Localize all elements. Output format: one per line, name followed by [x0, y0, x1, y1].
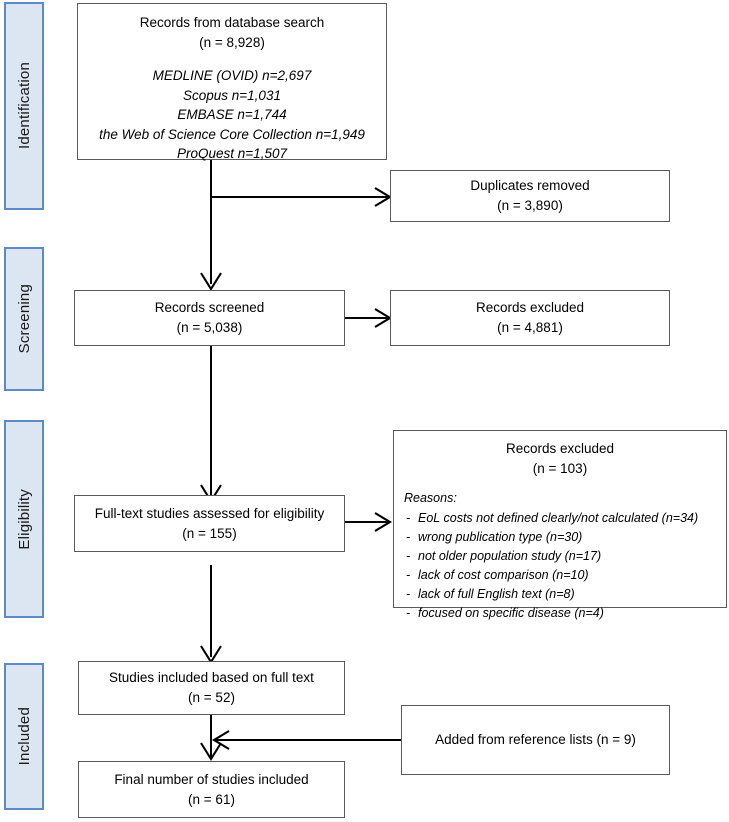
database-item-embase: EMBASE n=1,744 [177, 107, 287, 123]
box-fulltext-count: (n = 155) [182, 525, 237, 541]
box-final-title: Final number of studies included [114, 771, 309, 787]
connector-sources-to-screened [210, 160, 212, 284]
box-screened-count: (n = 5,038) [176, 320, 243, 335]
database-item-scopus: Scopus n=1,031 [183, 87, 281, 103]
exclusion-reason-item: EoL costs not defined clearly/not calcul… [404, 509, 716, 528]
box-records-from-database-search: Records from database search (n = 8,928)… [77, 3, 387, 161]
exclusion-reason-item: lack of cost comparison (n=10) [404, 566, 716, 585]
arrowhead-left-to-final [211, 730, 230, 750]
box-records-excluded-eligibility: Records excluded (n = 103) Reasons: EoL … [393, 430, 727, 623]
box-screened-title: Records screened [154, 300, 265, 316]
stage-label-eligibility: Eligibility [15, 488, 33, 550]
database-breakdown-list: MEDLINE (OVID) n=2,697 Scopus n=1,031 EM… [99, 66, 365, 164]
exclusion-reason-item: focused on specific disease (n=4) [404, 604, 716, 623]
box-duplicates-count: (n = 3,890) [497, 198, 563, 213]
arrowhead-down-to-screened [200, 272, 222, 291]
box-fulltext-title: Full-text studies assessed for eligibili… [94, 505, 325, 521]
reasons-label: Reasons: [404, 491, 457, 506]
exclusion-reason-item: wrong publication type (n=30) [404, 528, 716, 547]
box-added-references-title: Added from reference lists (n = 9) [435, 732, 636, 748]
arrowhead-down-to-final [200, 742, 222, 761]
connector-screened-to-excluded [345, 317, 388, 319]
box-excluded-eligibility-head: Records excluded (n = 103) [404, 439, 716, 478]
connector-fulltext-to-included [210, 565, 212, 657]
stage-bar-screening: Screening [4, 247, 44, 391]
stage-label-included: Included [15, 707, 33, 766]
box-final-studies-included: Final number of studies included (n = 61… [78, 761, 345, 818]
box-fulltext-assessed: Full-text studies assessed for eligibili… [74, 495, 345, 552]
exclusion-reasons-list: EoL costs not defined clearly/not calcul… [404, 509, 716, 623]
stage-bar-eligibility: Eligibility [4, 420, 44, 618]
box-added-from-reference-lists: Added from reference lists (n = 9) [401, 705, 670, 775]
box-studies-included-fulltext: Studies included based on full text (n =… [78, 661, 345, 715]
exclusion-reason-item: lack of full English text (n=8) [404, 585, 716, 604]
box-records-excluded-screening: Records excluded (n = 4,881) [390, 290, 670, 346]
box-excluded-eligibility-count: (n = 103) [532, 460, 588, 476]
box-sources-count: (n = 8,928) [199, 34, 265, 50]
box-final-count: (n = 61) [188, 791, 235, 807]
connector-included-to-final [210, 715, 212, 759]
exclusion-reason-item: not older population study (n=17) [404, 547, 716, 566]
box-duplicates-title: Duplicates removed [470, 178, 590, 194]
box-sources-title: Records from database search [139, 15, 325, 30]
box-included-fulltext-title: Studies included based on full text [109, 670, 314, 686]
stage-label-identification: Identification [15, 62, 33, 150]
database-item-medline: MEDLINE (OVID) n=2,697 [152, 68, 312, 84]
box-included-fulltext-count: (n = 52) [188, 690, 235, 705]
box-excluded-screening-title: Records excluded [475, 300, 585, 316]
box-excluded-screening-count: (n = 4,881) [497, 320, 563, 335]
connector-references-to-final [214, 739, 401, 741]
database-item-proquest: ProQuest n=1,507 [177, 146, 287, 162]
database-item-web-of-science: the Web of Science Core Collection n=1,9… [99, 126, 365, 142]
connector-fulltext-to-excluded [345, 521, 388, 523]
stage-bar-identification: Identification [4, 2, 44, 210]
box-excluded-eligibility-title: Records excluded [505, 441, 615, 456]
connector-sources-to-duplicates [210, 196, 388, 198]
box-duplicates-removed: Duplicates removed (n = 3,890) [390, 170, 670, 222]
arrowhead-right-to-excluded-eligibility [374, 512, 393, 532]
box-records-screened: Records screened (n = 5,038) [74, 290, 345, 346]
connector-screened-to-fulltext [210, 346, 212, 496]
stage-label-screening: Screening [15, 284, 33, 354]
stage-bar-included: Included [4, 663, 44, 810]
